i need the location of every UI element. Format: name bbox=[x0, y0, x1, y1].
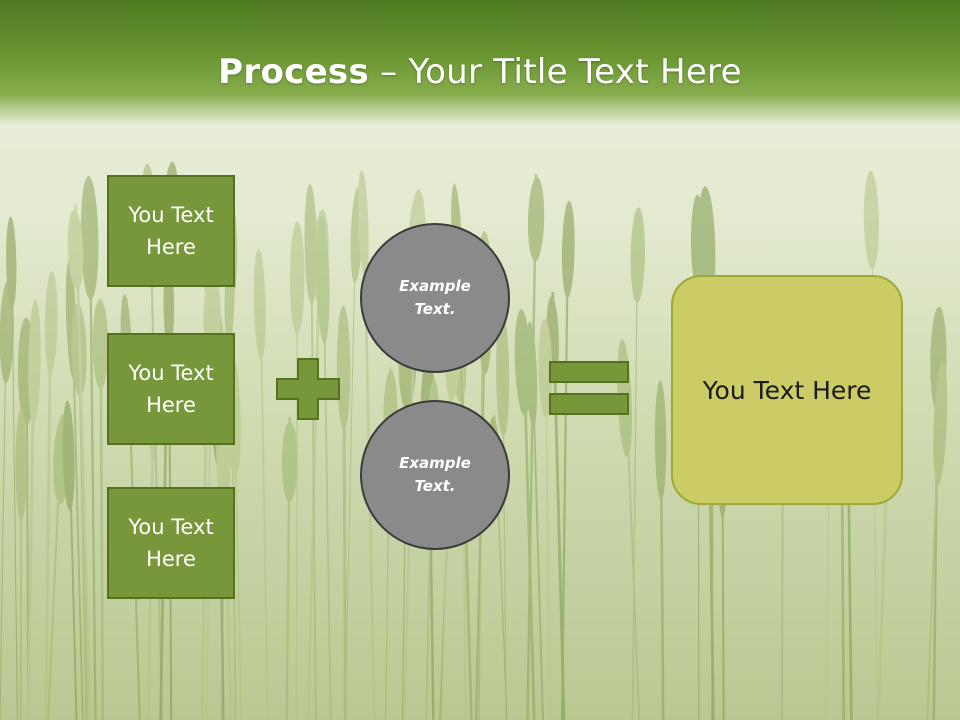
circle-label: Example Text. bbox=[399, 454, 471, 495]
result-box: You Text Here bbox=[671, 275, 903, 505]
equals-icon bbox=[549, 361, 629, 415]
text-box-3: You Text Here bbox=[107, 487, 235, 599]
title-bold: Process bbox=[218, 52, 370, 92]
plus-icon bbox=[276, 358, 340, 420]
title-banner bbox=[0, 0, 960, 125]
text-box-label: You Text Here bbox=[128, 515, 214, 571]
text-box-1: You Text Here bbox=[107, 175, 235, 287]
text-box-2: You Text Here bbox=[107, 333, 235, 445]
example-circle-1: Example Text. bbox=[360, 223, 510, 373]
example-circle-2: Example Text. bbox=[360, 400, 510, 550]
title-rest: – Your Title Text Here bbox=[369, 52, 742, 92]
circle-label: Example Text. bbox=[399, 277, 471, 318]
slide-title: Process – Your Title Text Here bbox=[0, 52, 960, 92]
result-label: You Text Here bbox=[702, 375, 872, 405]
text-box-label: You Text Here bbox=[128, 361, 214, 417]
text-box-label: You Text Here bbox=[128, 203, 214, 259]
